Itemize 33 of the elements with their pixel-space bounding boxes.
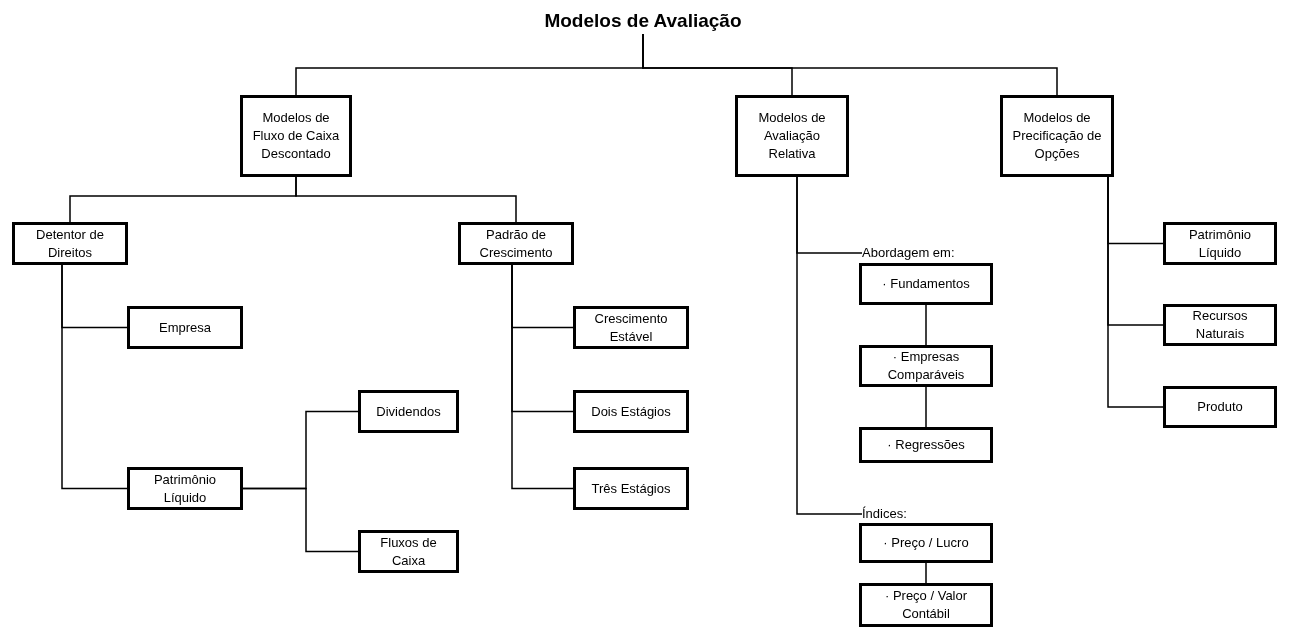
category-box: Três Estágios — [573, 467, 689, 510]
category-box: Patrimônio Líquido — [127, 467, 243, 510]
diagram-title: Modelos de Avaliação — [540, 8, 746, 34]
connector-line — [642, 33, 1058, 96]
connector-line — [511, 264, 574, 490]
category-box: Fluxos de Caixa — [358, 530, 459, 573]
connector-line — [295, 176, 517, 223]
category-box: Detentor de Direitos — [12, 222, 128, 265]
category-box: · Fundamentos — [859, 263, 993, 305]
category-box: Modelos de Precificação de Opções — [1000, 95, 1114, 177]
connector-line — [925, 304, 927, 346]
category-box: Modelos de Avaliação Relativa — [735, 95, 849, 177]
connector-line — [242, 487, 359, 553]
category-box: Recursos Naturais — [1163, 304, 1277, 346]
connector-line — [925, 562, 927, 584]
connector-line — [1107, 176, 1164, 408]
branch-label: Abordagem em: — [862, 244, 972, 262]
category-box: · Preço / Lucro — [859, 523, 993, 563]
category-box: Padrão de Crescimento — [458, 222, 574, 265]
category-box: · Regressões — [859, 427, 993, 463]
connector-line — [925, 386, 927, 428]
category-box: Modelos de Fluxo de Caixa Descontado — [240, 95, 352, 177]
category-box: Produto — [1163, 386, 1277, 428]
category-box: · Preço / Valor Contábil — [859, 583, 993, 627]
category-box: Patrimônio Líquido — [1163, 222, 1277, 265]
category-box: Crescimento Estável — [573, 306, 689, 349]
branch-label: Índices: — [862, 505, 942, 523]
connector-line — [61, 264, 128, 490]
category-box: Dois Estágios — [573, 390, 689, 433]
connector-line — [796, 176, 863, 515]
category-box: Dividendos — [358, 390, 459, 433]
category-box: · Empresas Comparáveis — [859, 345, 993, 387]
category-box: Empresa — [127, 306, 243, 349]
